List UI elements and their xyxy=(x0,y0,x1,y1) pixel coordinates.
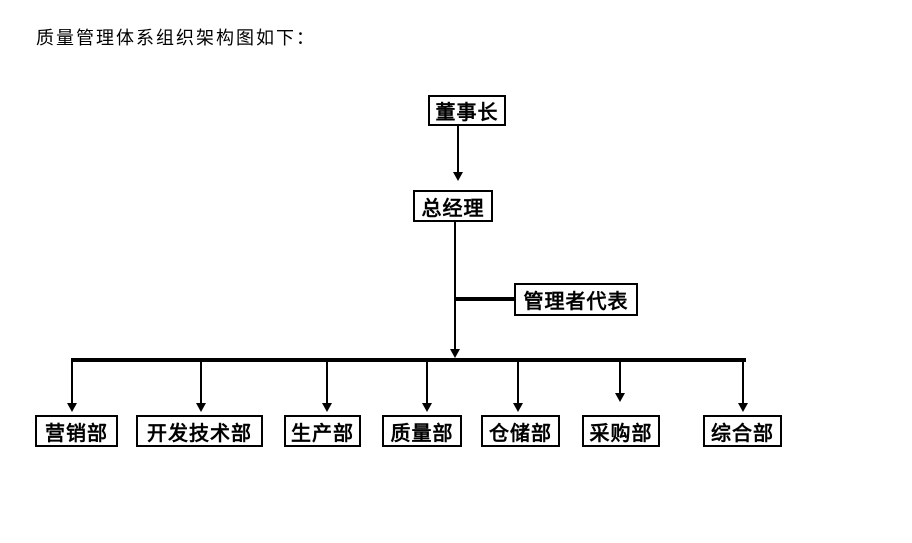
page-title: 质量管理体系组织架构图如下： xyxy=(36,28,316,49)
connector-gm-trunk-arrowhead xyxy=(450,349,460,358)
connector-chairman-gm-line xyxy=(457,126,459,173)
connector-dept-1-line xyxy=(71,362,73,403)
node-general-manager: 总经理 xyxy=(413,190,493,222)
connector-dept-4-arrowhead xyxy=(422,403,432,412)
connector-dept-1-arrowhead xyxy=(67,403,77,412)
distribution-bar xyxy=(71,358,746,362)
node-dept-warehouse: 仓储部 xyxy=(481,415,560,447)
connector-representative-branch-line xyxy=(455,297,514,301)
connector-dept-3-line xyxy=(326,362,328,403)
connector-dept-2-line xyxy=(200,362,202,403)
node-dept-purchasing: 采购部 xyxy=(582,415,660,447)
connector-chairman-gm-arrowhead xyxy=(453,172,463,181)
connector-dept-6-arrowhead xyxy=(615,393,625,402)
connector-dept-4-line xyxy=(426,362,428,403)
node-dept-production: 生产部 xyxy=(284,415,361,447)
connector-dept-7-line xyxy=(742,362,744,403)
connector-dept-7-arrowhead xyxy=(738,403,748,412)
node-dept-quality: 质量部 xyxy=(382,415,462,447)
node-dept-development-technology: 开发技术部 xyxy=(136,415,263,447)
connector-dept-3-arrowhead xyxy=(322,403,332,412)
connector-gm-trunk-line xyxy=(454,222,456,349)
node-management-representative: 管理者代表 xyxy=(514,283,638,316)
connector-dept-5-line xyxy=(517,362,519,403)
connector-dept-2-arrowhead xyxy=(196,403,206,412)
connector-dept-6-line xyxy=(619,362,621,394)
node-dept-general-affairs: 综合部 xyxy=(703,415,782,447)
node-dept-marketing: 营销部 xyxy=(35,415,118,447)
connector-dept-5-arrowhead xyxy=(513,403,523,412)
node-chairman: 董事长 xyxy=(428,95,506,126)
